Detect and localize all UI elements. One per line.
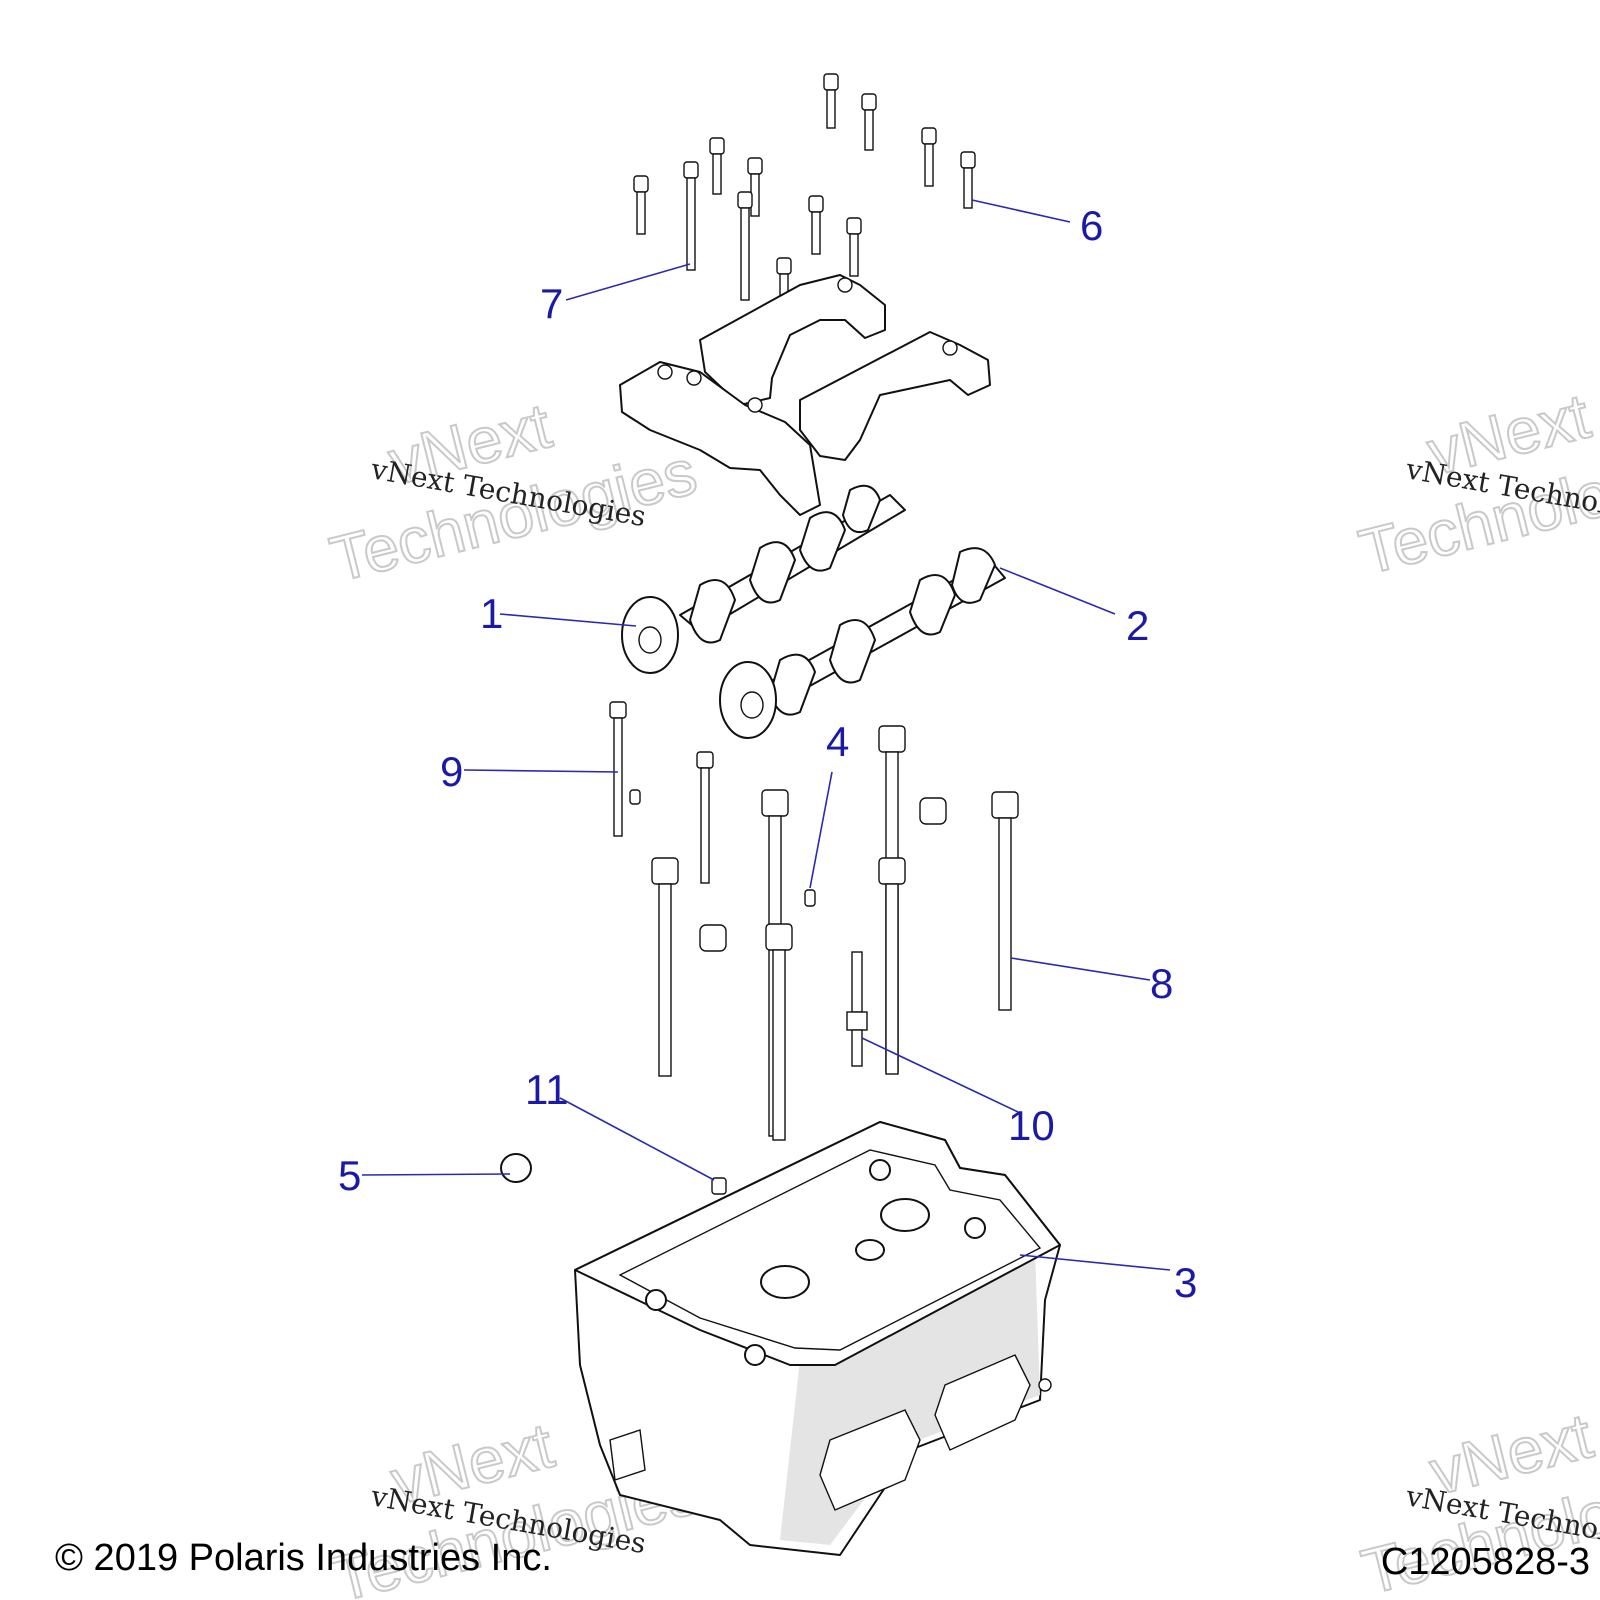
plug <box>500 1153 532 1183</box>
callout-4: 4 <box>826 718 849 765</box>
camshaft-cap-bolts <box>633 73 976 317</box>
nut <box>919 797 947 825</box>
intake-camshaft <box>621 484 906 674</box>
callout-11: 11 <box>525 1066 569 1113</box>
leader-3 <box>1019 1254 1171 1271</box>
callout-10: 10 <box>1008 1102 1055 1149</box>
leader-2 <box>999 567 1116 615</box>
camshaft-caps <box>619 274 991 516</box>
leader-5 <box>361 1173 511 1176</box>
cylinder-head <box>574 1121 1061 1556</box>
callout-5: 5 <box>338 1152 361 1199</box>
callout-2: 2 <box>1126 602 1149 649</box>
figure-id: C1205828-3 <box>1381 1541 1590 1583</box>
dowel-pin <box>711 1177 727 1195</box>
cylinder-head-bolts <box>500 701 1019 1195</box>
leader-8 <box>1010 957 1151 981</box>
copyright-text: © 2019 Polaris Industries Inc. <box>55 1537 552 1579</box>
leader-4 <box>809 771 833 889</box>
exhaust-camshaft <box>719 547 1006 739</box>
dowel-pin <box>629 789 641 805</box>
callout-6: 6 <box>1080 202 1103 249</box>
callout-1: 1 <box>480 590 503 637</box>
callout-labels: 1 2 3 4 5 6 7 8 9 10 11 <box>338 202 1197 1306</box>
leader-9 <box>463 769 619 773</box>
leader-7 <box>565 263 691 301</box>
leader-6 <box>971 199 1071 223</box>
callout-9: 9 <box>440 748 463 795</box>
leader-lines <box>361 199 1171 1271</box>
leader-11 <box>559 1097 715 1181</box>
callout-7: 7 <box>540 280 563 327</box>
dowel-pin <box>804 889 816 907</box>
callout-3: 3 <box>1174 1259 1197 1306</box>
stud <box>846 951 868 1067</box>
leader-1 <box>499 613 637 627</box>
callout-8: 8 <box>1150 960 1173 1007</box>
leader-10 <box>861 1037 1019 1113</box>
nut <box>699 924 727 952</box>
